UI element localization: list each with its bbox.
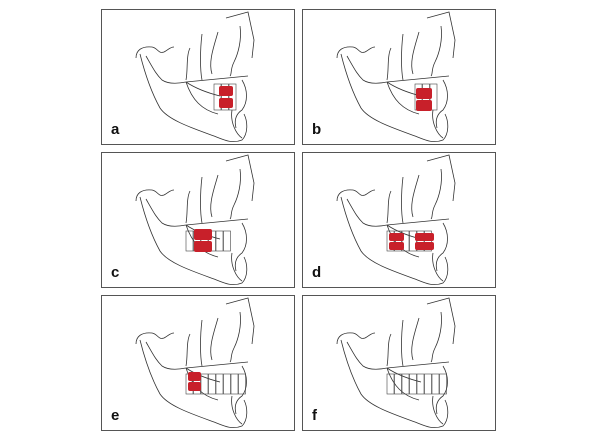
highlighted-tooth [416,88,432,99]
tooth-outline [230,373,239,395]
tooth-outline [215,373,224,395]
highlighted-tooth [416,100,432,111]
tooth-outline [221,83,229,111]
mandible-outline [135,46,248,143]
tooth-outline [401,373,410,395]
occlusal-plane [386,361,450,401]
mandible-outline [135,189,248,286]
occlusal-plane [185,75,249,115]
cranium-line [386,154,456,224]
incisor [432,222,448,282]
ramus-line [346,55,388,84]
cranium-line [386,11,456,81]
cranium-line [185,297,255,367]
tooth-outline [409,230,417,252]
tooth-outline [386,373,395,395]
tooth-outline [424,373,432,395]
tooth-outline [185,230,194,252]
highlighted-tooth [194,229,212,240]
ramus-line [346,198,388,227]
mandible-outline [336,189,449,286]
tooth-outline [238,373,246,395]
jaw-diagram [336,297,456,429]
panel-b: b [302,9,496,145]
incisor [432,79,448,139]
highlighted-tooth [415,233,434,241]
highlighted-tooth [219,98,233,108]
panel-c: c [101,152,295,288]
tooth-outline [215,230,224,252]
tooth-outline [416,373,425,395]
ramus-line [145,198,187,227]
tooth-outline [394,373,402,395]
ramus-line [145,55,187,84]
panel-label: d [312,264,322,281]
cranium-line [386,297,456,367]
incisor [231,222,247,282]
cranium-line [185,11,255,81]
panel-d: d [302,152,496,288]
tooth-outline [409,373,417,395]
mandible-outline [336,46,449,143]
panel-f: f [302,295,496,431]
mandible-outline [135,332,248,429]
panel-label: e [111,407,120,424]
incisor [231,365,247,425]
jaw-diagram [336,11,456,143]
highlighted-tooth [188,372,201,381]
highlighted-tooth [219,86,233,96]
jaw-diagram [135,297,255,429]
incisor [231,79,247,139]
highlighted-tooth [194,241,212,252]
jaw-diagram [135,11,255,143]
highlighted-tooth [188,382,201,391]
panel-label: c [111,264,120,281]
panel-label: b [312,121,322,138]
panel-label: a [111,121,120,138]
tooth-outline [223,230,231,252]
panel-label: f [312,407,317,424]
highlighted-tooth [389,233,404,241]
jaw-diagram [135,154,255,286]
ramus-line [346,341,388,370]
tooth-outline [228,83,237,111]
highlighted-tooth [389,242,404,250]
tooth-outline [431,373,440,395]
mandible-outline [336,332,449,429]
tooth-outline [223,373,231,395]
panel-e: e [101,295,295,431]
panel-a: a [101,9,295,145]
tooth-outline [439,373,447,395]
tooth-outline [213,83,222,111]
incisor [432,365,448,425]
cranium-line [185,154,255,224]
jaw-diagram [336,154,456,286]
highlighted-tooth [415,242,434,250]
tooth-outline [208,373,216,395]
ramus-line [145,341,187,370]
